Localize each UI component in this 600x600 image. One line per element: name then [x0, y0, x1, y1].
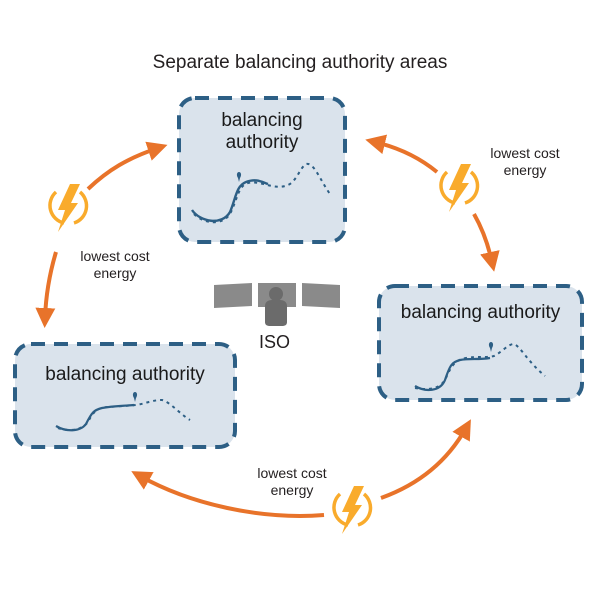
energy-label-left: lowest cost energy: [60, 248, 170, 282]
ba-top-marker-icon: [236, 172, 242, 182]
ba-right-marker-icon: [488, 342, 494, 352]
ba-box-top-frame: [177, 96, 347, 244]
energy-label-line1: lowest cost: [490, 145, 560, 161]
ba-right-load-actual-line: [414, 356, 491, 392]
diagram-title: Separate balancing authority areas: [152, 52, 448, 73]
ba-box-top: [177, 96, 347, 244]
person-body-icon: [265, 300, 287, 326]
ba-left-load-forecast-line: [57, 398, 191, 431]
person-head-icon: [269, 287, 283, 301]
energy-label-bottom: lowest cost energy: [237, 465, 347, 499]
ba-left-label: balancing authority: [45, 364, 205, 385]
ba-box-left-frame: [13, 342, 237, 449]
lightning-icon: [332, 486, 373, 534]
monitor-left-icon: [214, 283, 252, 308]
arrow-to-left-ba: [35, 251, 58, 328]
ba-top-label: balancing authority: [179, 110, 345, 154]
lightning-icon: [439, 164, 480, 212]
ba-box-right-frame: [377, 284, 584, 402]
ba-left-marker-icon: [132, 392, 138, 402]
arrow-to-top-ba-from-left: [86, 141, 168, 191]
operator-monitors-icon: [214, 283, 340, 326]
ba-top-load-actual-line: [191, 179, 269, 222]
energy-label-top-right: lowest cost energy: [470, 145, 580, 179]
energy-label-line1: lowest cost: [257, 465, 327, 481]
arrow-to-left-ba-from-bottom: [131, 471, 325, 518]
energy-label-line2: energy: [503, 162, 547, 178]
ba-right-label: balancing authority: [400, 302, 561, 323]
arrow-to-right-ba: [472, 213, 500, 272]
energy-label-line1: lowest cost: [80, 248, 150, 264]
monitor-right-icon: [302, 283, 340, 308]
ba-top-label-line2: authority: [225, 132, 299, 153]
lightning-icon: [48, 184, 89, 232]
energy-label-line2: energy: [270, 482, 314, 498]
ba-top-label-line1: balancing: [221, 110, 303, 131]
energy-label-line2: energy: [93, 265, 137, 281]
arrow-to-right-ba-from-bottom: [380, 419, 471, 500]
iso-label: ISO: [259, 332, 291, 352]
arrow-to-top-ba: [365, 134, 439, 174]
ba-box-right: [377, 284, 584, 402]
ba-top-load-forecast-line: [193, 162, 331, 224]
ba-box-left: [13, 342, 237, 449]
